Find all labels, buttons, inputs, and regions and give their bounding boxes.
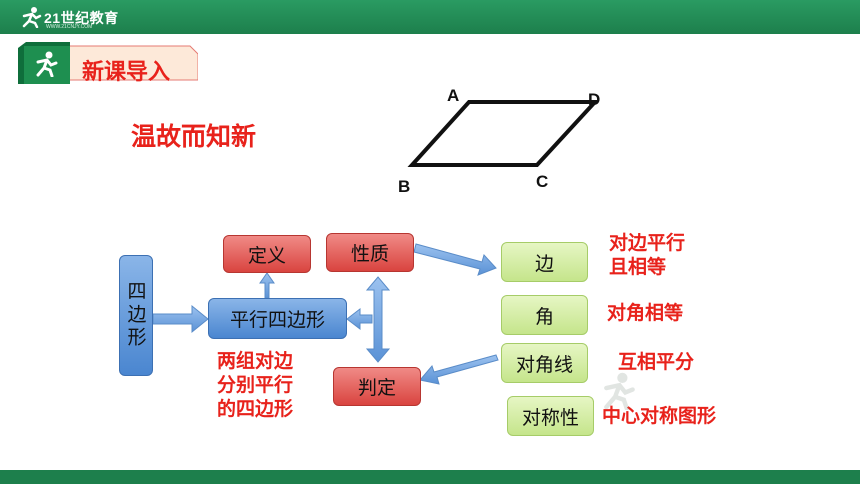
top-bar: 21世纪教育 WWW.21CNJY.COM xyxy=(0,0,860,34)
arrow-diagonal-to-judgement xyxy=(419,354,499,385)
brand-logo-subtext: WWW.21CNJY.COM xyxy=(46,24,93,30)
vertex-label-a: A xyxy=(447,86,460,105)
symmetry-box: 对称性 xyxy=(507,396,594,436)
vertex-label-c: C xyxy=(536,172,549,191)
section-header xyxy=(18,42,199,84)
definition-box: 定义 xyxy=(223,235,311,273)
arrow-parallelogram-properties xyxy=(346,307,373,331)
subtitle: 温故而知新 xyxy=(131,122,257,151)
arrow-to-definition xyxy=(259,272,275,299)
definition-note: 两组对边 分别平行 的四边形 xyxy=(217,350,294,420)
runner-icon xyxy=(36,51,58,77)
edge-box: 边 xyxy=(501,242,588,282)
vertex-label-d: D xyxy=(588,90,601,109)
arrow-quad-to-parallelogram xyxy=(152,304,209,334)
vertex-label-b: B xyxy=(398,177,411,196)
arrow-properties-judgement xyxy=(365,276,391,363)
parallelogram-box: 平行四边形 xyxy=(208,298,347,339)
angle-box: 角 xyxy=(501,295,588,335)
quadrilateral-box: 四边形 xyxy=(119,255,153,376)
edge-note: 对边平行 且相等 xyxy=(609,232,686,278)
symmetry-note: 中心对称图形 xyxy=(602,405,717,427)
runner-logo-icon xyxy=(22,7,42,28)
watermark-logo-icon xyxy=(604,372,635,410)
properties-box: 性质 xyxy=(326,233,414,272)
diagonal-box: 对角线 xyxy=(501,343,588,383)
judgement-box: 判定 xyxy=(333,367,421,406)
bottom-bar xyxy=(0,470,860,484)
angle-note: 对角相等 xyxy=(607,302,684,324)
diagonal-note: 互相平分 xyxy=(618,351,695,373)
arrow-properties-to-edge xyxy=(413,243,497,276)
brand-logo-text: 21世纪教育 xyxy=(44,10,119,26)
page-title: 新课导入 xyxy=(82,60,171,85)
